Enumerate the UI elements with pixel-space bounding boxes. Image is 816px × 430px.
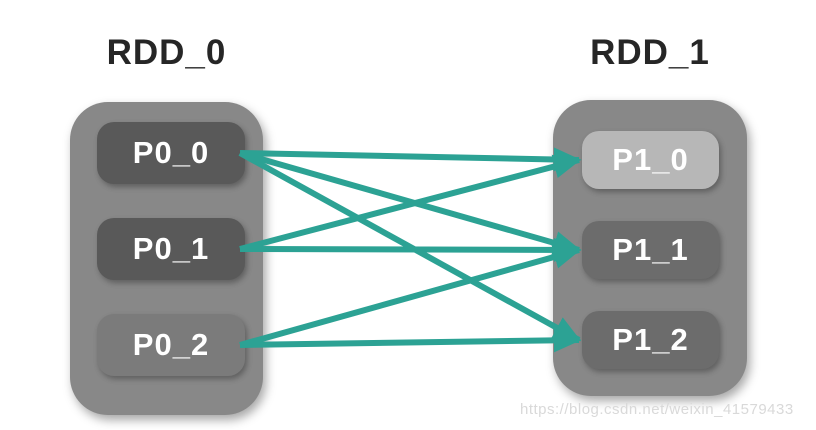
rdd0-container: P0_0 P0_1 P0_2 bbox=[70, 102, 263, 415]
partition-label: P0_2 bbox=[132, 327, 210, 362]
rdd0-title: RDD_0 bbox=[106, 33, 227, 72]
shuffle-edge-P0_1-P1_1 bbox=[239, 237, 582, 262]
partition-label: P0_1 bbox=[132, 231, 210, 266]
rdd1-container: P1_0 P1_1 P1_2 bbox=[553, 100, 747, 396]
shuffle-edge-P0_0-P1_2 bbox=[238, 150, 582, 343]
partition-label: P1_0 bbox=[612, 142, 689, 177]
partition-label: P1_2 bbox=[612, 322, 689, 357]
partition-box-p0-0: P0_0 bbox=[97, 122, 245, 184]
partition-box-p0-2: P0_2 bbox=[97, 314, 245, 376]
shuffle-edge-P0_0-P1_1 bbox=[239, 150, 582, 255]
partition-label: P1_1 bbox=[612, 232, 689, 267]
partition-box-p1-1: P1_1 bbox=[582, 221, 719, 279]
partition-box-p0-1: P0_1 bbox=[97, 218, 245, 280]
partition-box-p1-0: P1_0 bbox=[582, 131, 719, 189]
shuffle-edge-P0_2-P1_2 bbox=[239, 328, 582, 353]
partition-label: P0_0 bbox=[132, 135, 210, 170]
shuffle-edge-P0_0-P1_0 bbox=[239, 147, 582, 172]
partition-box-p1-2: P1_2 bbox=[582, 311, 719, 369]
shuffle-edge-P0_1-P1_0 bbox=[239, 154, 582, 252]
shuffle-edge-P0_2-P1_1 bbox=[239, 245, 582, 348]
rdd1-title: RDD_1 bbox=[590, 33, 710, 72]
watermark-text: https://blog.csdn.net/weixin_41579433 bbox=[520, 401, 794, 418]
